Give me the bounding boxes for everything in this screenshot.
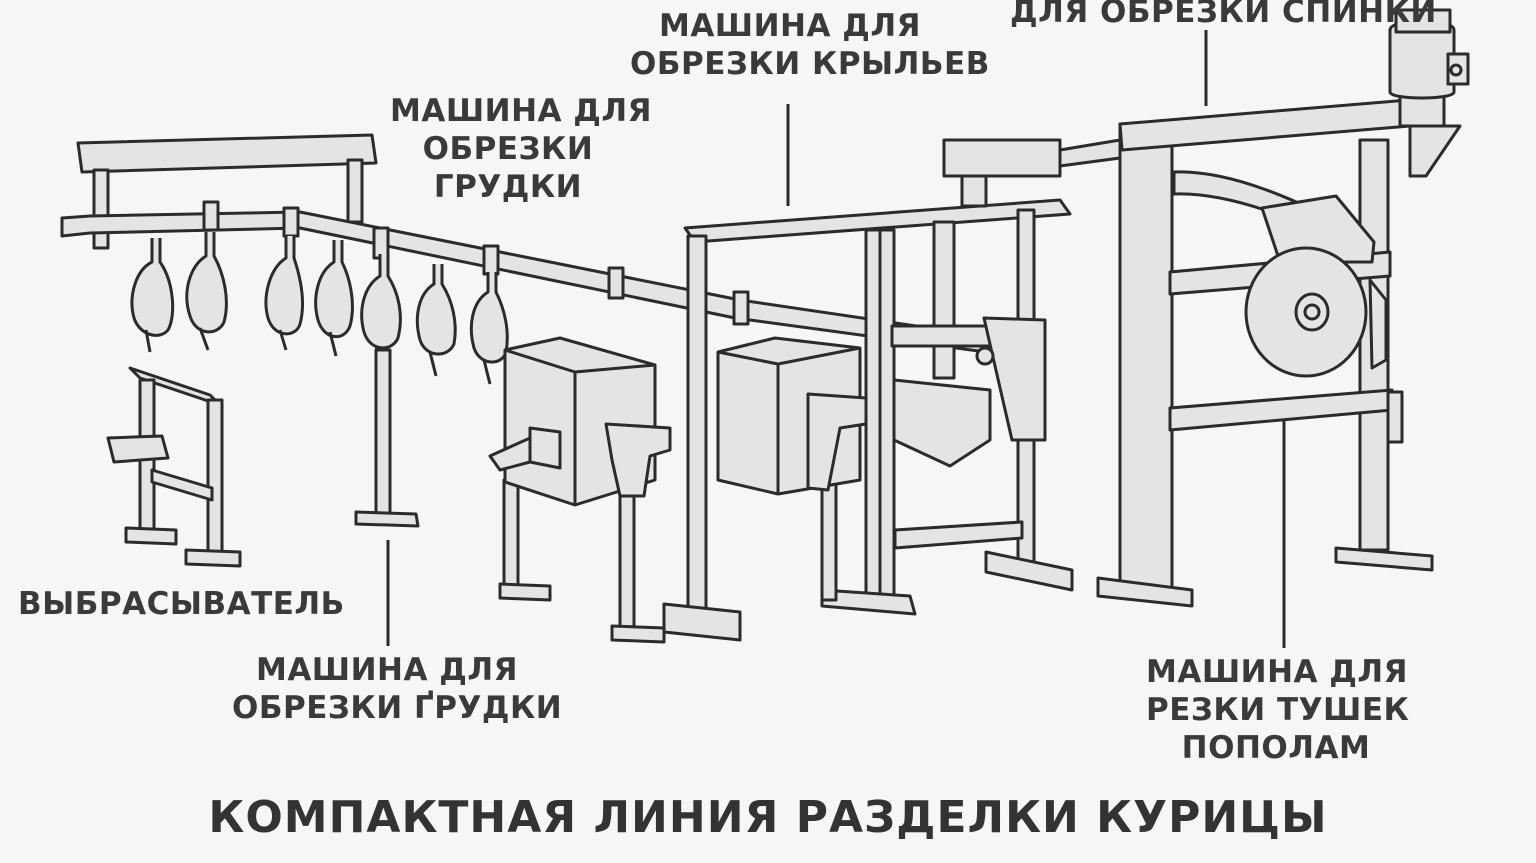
label-breast-trimmer-top-line-2: ОБРЕЗКИ	[422, 130, 594, 167]
label-wing-trimmer: МАШИНА ДЛЯ ОБРЕЗКИ КРЫЛЬЕВ	[630, 8, 990, 84]
label-breast-trimmer-top-line-1: МАШИНА ДЛЯ	[390, 93, 653, 129]
leader-lines	[386, 30, 1286, 648]
label-halving-machine: МАШИНА ДЛЯ РЕЗКИ ТУШЕК ПОПОЛАМ	[1146, 654, 1410, 767]
label-halving-machine-line-1: МАШИНА ДЛЯ	[1146, 654, 1409, 690]
label-wing-trimmer-line-1: МАШИНА ДЛЯ	[658, 8, 922, 44]
support-post	[354, 348, 420, 528]
halving-machine	[1096, 8, 1470, 608]
label-ejector: ВЫБРАСЫВАТЕЛЬ	[18, 586, 345, 624]
diagram-title: КОМПАКТНАЯ ЛИНИЯ РАЗДЕЛКИ КУРИЦЫ	[208, 792, 1328, 843]
label-halving-machine-line-2: РЕЗКИ ТУШЕК	[1146, 691, 1410, 728]
label-halving-machine-line-3: ПОПОЛАМ	[1181, 729, 1371, 766]
label-breast-trimmer-bottom-line-1: МАШИНА ДЛЯ	[255, 652, 519, 688]
label-breast-trimmer-top: МАШИНА ДЛЯ ОБРЕЗКИ ГРУДКИ	[390, 93, 653, 206]
breast-trimming-machine	[488, 336, 672, 644]
wing-trimming-machine	[662, 138, 1122, 642]
label-breast-trimmer-bottom: МАШИНА ДЛЯ ОБРЕЗКИ ҐРУДКИ	[232, 652, 563, 728]
label-back-trimmer: ДЛЯ ОБРЕЗКИ СПИНКИ	[1010, 0, 1437, 32]
label-back-trimmer-line-1: ДЛЯ ОБРЕЗКИ СПИНКИ	[1010, 0, 1437, 30]
left-hanger-frame	[76, 133, 378, 250]
shackle-clips	[202, 200, 750, 326]
label-breast-trimmer-top-line-3: ГРУДКИ	[433, 168, 583, 205]
label-ejector-line-1: ВЫБРАСЫВАТЕЛЬ	[18, 586, 345, 622]
hanging-carcasses	[130, 232, 509, 385]
label-wing-trimmer-line-2: ОБРЕЗКИ КРЫЛЬЕВ	[630, 45, 990, 82]
ejector-machine	[106, 366, 242, 568]
label-breast-trimmer-bottom-line-2: ОБРЕЗКИ ҐРУДКИ	[232, 689, 563, 726]
